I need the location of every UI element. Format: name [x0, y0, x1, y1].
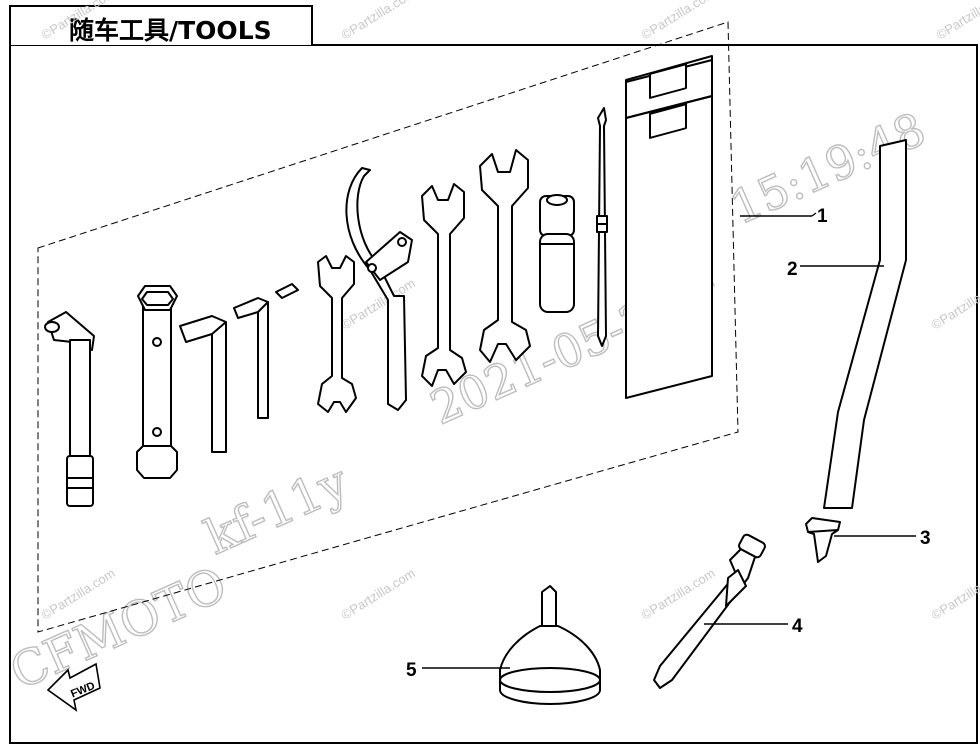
page-title: 随车工具/TOOLS: [69, 16, 272, 45]
watermark-brand: CFMOTO: [2, 556, 235, 701]
hex-key-small: [233, 297, 269, 419]
funnel: [499, 585, 601, 705]
pressure-gauge: [653, 533, 766, 689]
tube-spanner: [136, 285, 178, 479]
watermark-code: kf-11y: [197, 454, 356, 566]
tool-kit-panel: [37, 21, 739, 633]
watermark-site-6: ©Partzilla.com: [929, 275, 980, 332]
callouts: 1 2 3 4 5: [406, 206, 931, 681]
tip-insert: [805, 517, 841, 563]
tool-pouch: [625, 55, 713, 399]
leader-lines: [422, 212, 916, 669]
pin: [275, 283, 299, 299]
title-box: 随车工具/TOOLS: [9, 5, 313, 45]
watermark-site-3: ©Partzilla.com: [639, 0, 718, 43]
callout-2: 2: [787, 259, 798, 280]
l-socket-wrench: [44, 311, 95, 507]
screwdriver-bit: [596, 107, 608, 347]
open-wrench-small: [317, 255, 357, 413]
screwdriver-handle: [539, 194, 575, 313]
diagram-frame: [9, 44, 978, 744]
watermark-site-8: ©Partzilla.com: [339, 565, 418, 622]
callout-4: 4: [792, 616, 803, 637]
hex-key-large: [179, 315, 227, 453]
watermark-site-1: ©Partzilla.com: [39, 0, 118, 43]
callout-1: 1: [817, 206, 828, 227]
watermark-site-11: ©Partzilla.com: [934, 0, 980, 43]
tool-kit-contents: [44, 55, 713, 507]
open-wrench-medium: [421, 183, 467, 387]
hook-spanner: [345, 167, 413, 411]
fwd-arrow-icon: [46, 662, 101, 712]
callout-3: 3: [920, 528, 931, 549]
bent-handle-rod: [823, 139, 907, 509]
callout-5: 5: [406, 660, 417, 681]
open-wrench-large: [479, 149, 531, 363]
watermark-site-10: ©Partzilla.com: [929, 565, 980, 622]
watermark-site-2: ©Partzilla.com: [339, 0, 418, 43]
